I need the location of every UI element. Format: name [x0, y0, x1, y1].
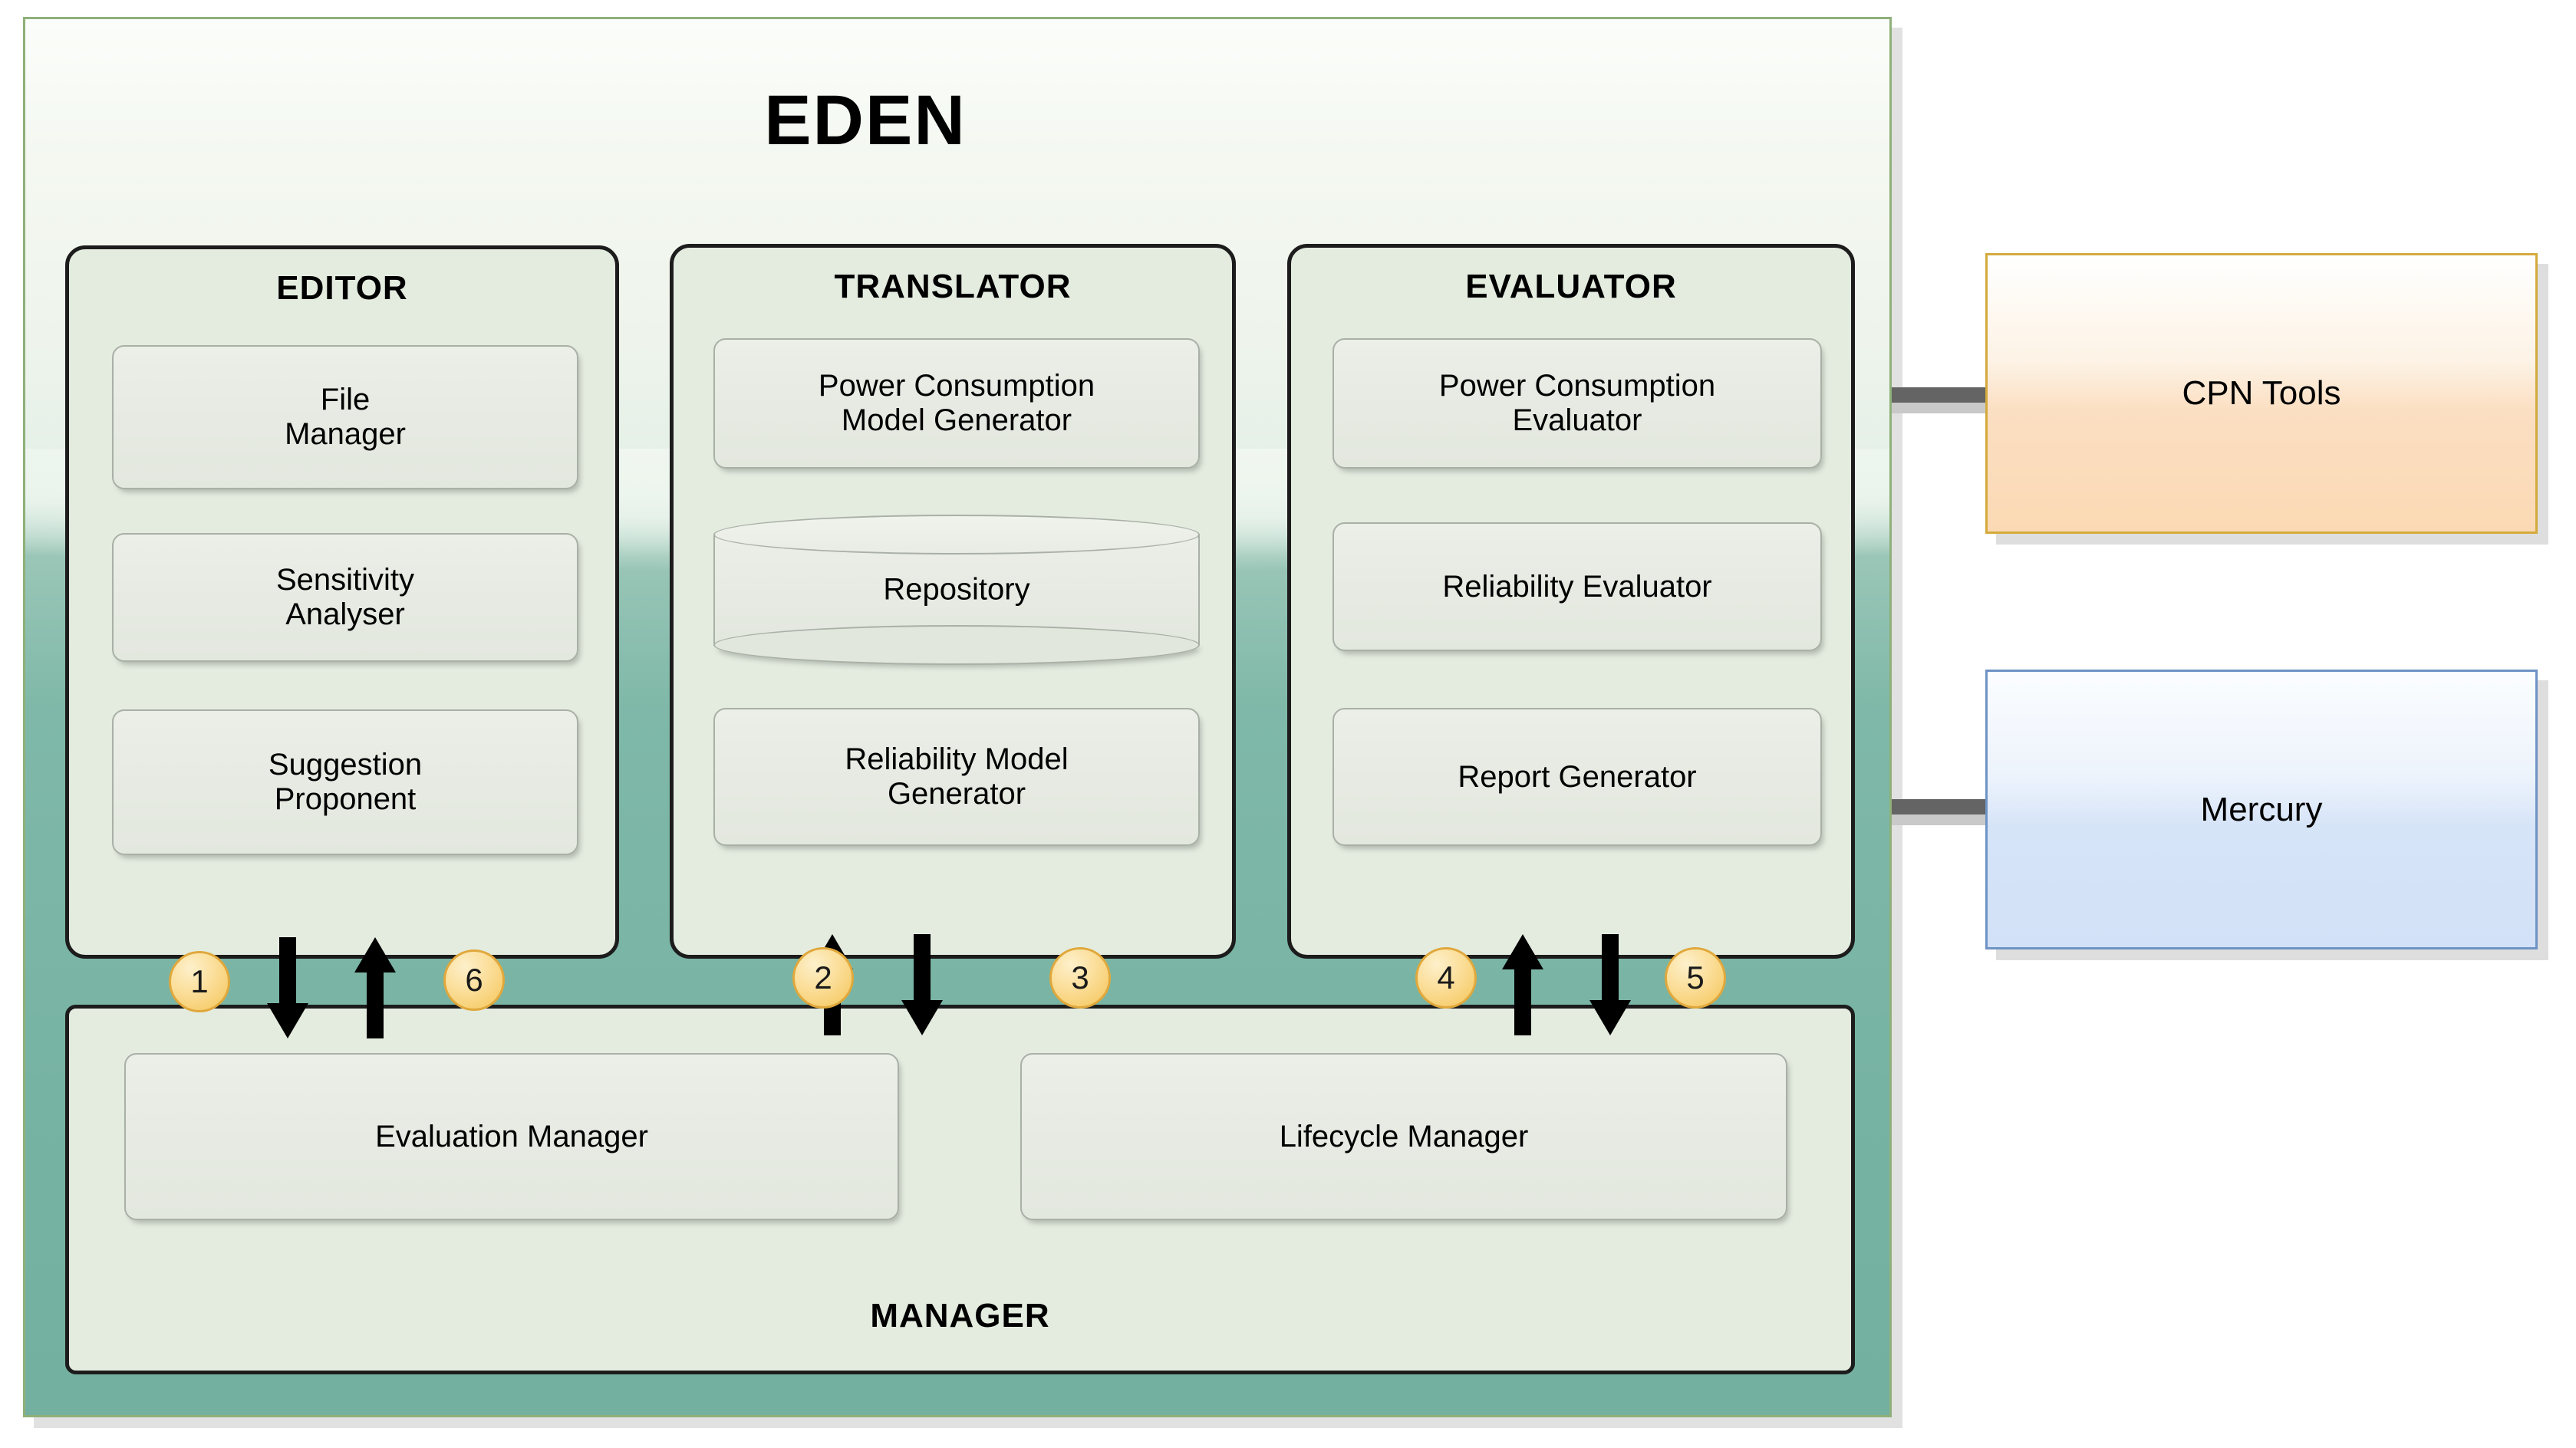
module-evaluation-manager[interactable]: Evaluation Manager	[124, 1053, 899, 1220]
module-label: Evaluation Manager	[375, 1119, 648, 1153]
external-tool-mercury[interactable]: Mercury	[1985, 670, 2538, 949]
arrow-down-evaluator-to-manager	[1589, 934, 1631, 1035]
module-label: Reliability Evaluator	[1442, 569, 1712, 604]
external-tool-label: Mercury	[2200, 790, 2323, 828]
flow-badge-number: 2	[814, 959, 832, 995]
cylinder-top-ellipse	[713, 515, 1200, 555]
connector-mercury	[1892, 799, 1987, 825]
external-tool-label: CPN Tools	[2182, 374, 2341, 412]
flow-badge-number: 4	[1437, 959, 1455, 995]
flow-badge-number: 5	[1686, 959, 1705, 995]
module-repository-cylinder[interactable]: Repository	[713, 515, 1200, 665]
translator-panel-title: TRANSLATOR	[834, 268, 1072, 305]
eden-title: EDEN	[764, 81, 967, 160]
module-report-generator[interactable]: Report Generator	[1332, 708, 1822, 846]
flow-badge-number: 3	[1071, 959, 1089, 995]
module-reliability-evaluator[interactable]: Reliability Evaluator	[1332, 522, 1822, 651]
cylinder-bottom-ellipse	[713, 625, 1200, 665]
flow-badge-number: 6	[465, 962, 483, 998]
manager-panel-title: MANAGER	[870, 1297, 1050, 1334]
manager-panel[interactable]: Evaluation Manager Lifecycle Manager MAN…	[65, 1005, 1855, 1374]
module-label: Report Generator	[1458, 759, 1697, 794]
arrow-down-translator-to-manager	[901, 934, 943, 1035]
flow-badge-3[interactable]: 3	[1049, 947, 1111, 1009]
arrow-up-manager-to-evaluator	[1502, 934, 1543, 1035]
flow-badge-2[interactable]: 2	[792, 947, 854, 1009]
external-tool-cpn-tools[interactable]: CPN Tools	[1985, 253, 2538, 534]
arrow-up-manager-to-editor	[354, 937, 396, 1038]
connector-cpn-tools	[1892, 387, 1987, 413]
flow-badge-6[interactable]: 6	[443, 949, 505, 1011]
flow-badge-number: 1	[190, 963, 209, 999]
flow-badge-5[interactable]: 5	[1665, 947, 1726, 1009]
module-label: Repository	[883, 572, 1030, 607]
flow-badge-4[interactable]: 4	[1415, 947, 1477, 1009]
editor-panel-title: EDITOR	[276, 269, 408, 307]
module-label: Lifecycle Manager	[1279, 1119, 1529, 1153]
evaluator-panel-title: EVALUATOR	[1465, 268, 1677, 305]
module-lifecycle-manager[interactable]: Lifecycle Manager	[1020, 1053, 1787, 1220]
flow-badge-1[interactable]: 1	[169, 951, 230, 1012]
arrow-down-editor-to-manager	[267, 937, 308, 1038]
